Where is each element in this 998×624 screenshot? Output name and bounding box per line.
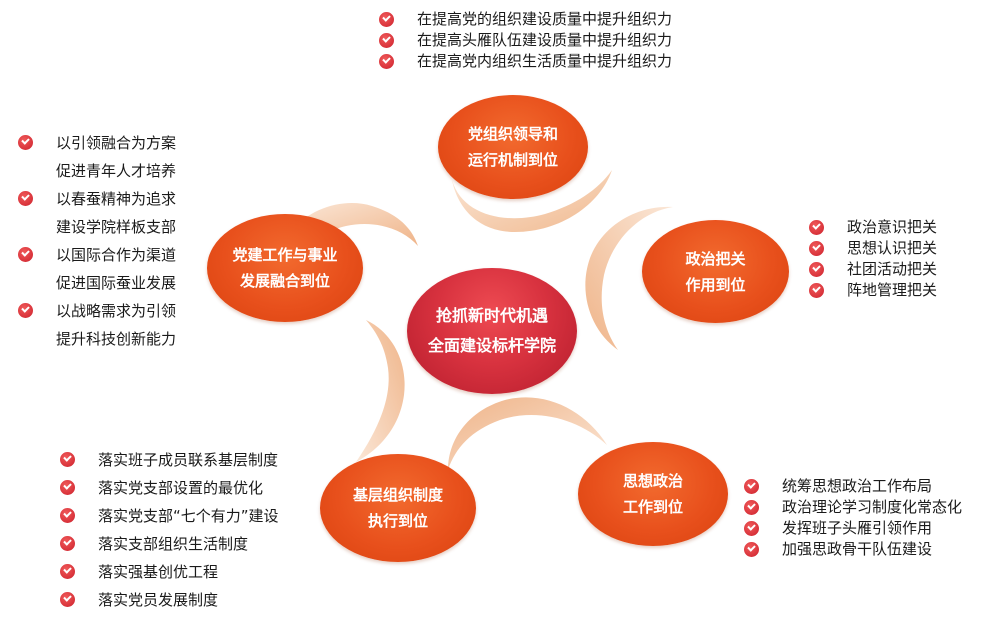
node-bottom-left-line2: 执行到位	[367, 512, 428, 530]
check-icon	[18, 303, 33, 318]
list-item: 在提高党的组织建设质量中提升组织力	[377, 9, 672, 30]
list-item: 以春蚕精神为追求建设学院样板支部	[16, 185, 176, 241]
swirl-arrow-left	[290, 203, 418, 246]
list-item: 政治理论学习制度化常态化	[742, 497, 962, 518]
node-left-line2: 发展融合到位	[239, 272, 330, 290]
check-icon	[60, 536, 75, 551]
swirl-arrow-top-right	[452, 170, 612, 232]
center-node: 抢抓新时代机遇 全面建设标杆学院	[407, 268, 577, 394]
node-left-line1: 党建工作与事业	[232, 246, 338, 264]
node-right-line2: 作用到位	[685, 275, 746, 294]
swirl-arrow-right	[585, 206, 673, 350]
node-bottom-left-line1: 基层组织制度	[352, 486, 443, 504]
list-item: 发挥班子头雁引领作用	[742, 518, 962, 539]
list-top: 在提高党的组织建设质量中提升组织力 在提高头雁队伍建设质量中提升组织力 在提高党…	[377, 9, 672, 72]
list-bottom-right: 统筹思想政治工作布局 政治理论学习制度化常态化 发挥班子头雁引领作用 加强思政骨…	[742, 476, 962, 560]
check-icon	[379, 54, 394, 69]
list-item: 思想认识把关	[807, 238, 937, 259]
list-item: 落实班子成员联系基层制度	[58, 446, 279, 474]
list-item: 社团活动把关	[807, 259, 937, 280]
check-icon	[60, 592, 75, 607]
node-bottom-right-line1: 思想政治	[622, 472, 683, 490]
node-top-line2: 运行机制到位	[467, 151, 558, 169]
swirl-arrow-bottom-right	[448, 397, 607, 470]
node-top: 党组织领导和 运行机制到位	[438, 95, 588, 199]
check-icon	[18, 135, 33, 150]
check-icon	[809, 283, 824, 298]
list-item: 落实强基创优工程	[58, 558, 279, 586]
list-item: 落实党员发展制度	[58, 586, 279, 614]
swirl-arrow-bottom-left	[356, 320, 405, 462]
list-item: 在提高头雁队伍建设质量中提升组织力	[377, 30, 672, 51]
list-item: 加强思政骨干队伍建设	[742, 539, 962, 560]
list-item: 落实支部组织生活制度	[58, 530, 279, 558]
check-icon	[809, 241, 824, 256]
list-item: 落实党支部设置的最优化	[58, 474, 279, 502]
center-node-line2: 全面建设标杆学院	[427, 336, 556, 355]
list-item: 统筹思想政治工作布局	[742, 476, 962, 497]
node-bottom-right-line2: 工作到位	[622, 498, 683, 516]
list-item: 以引领融合为方案促进青年人才培养	[16, 129, 176, 185]
check-icon	[60, 452, 75, 467]
list-bottom-left: 落实班子成员联系基层制度 落实党支部设置的最优化 落实党支部“七个有力”建设 落…	[58, 446, 279, 614]
check-icon	[744, 542, 759, 557]
list-item: 落实党支部“七个有力”建设	[58, 502, 279, 530]
list-item: 在提高党内组织生活质量中提升组织力	[377, 51, 672, 72]
list-item: 以国际合作为渠道促进国际蚕业发展	[16, 241, 176, 297]
list-item: 阵地管理把关	[807, 280, 937, 301]
list-left: 以引领融合为方案促进青年人才培养 以春蚕精神为追求建设学院样板支部 以国际合作为…	[16, 129, 176, 353]
check-icon	[379, 12, 394, 27]
node-bottom-left: 基层组织制度 执行到位	[320, 454, 476, 562]
check-icon	[60, 564, 75, 579]
node-bottom-right: 思想政治 工作到位	[578, 442, 728, 546]
check-icon	[379, 33, 394, 48]
check-icon	[18, 247, 33, 262]
node-left: 党建工作与事业 发展融合到位	[207, 214, 363, 322]
node-top-line1: 党组织领导和	[467, 125, 558, 143]
node-right: 政治把关 作用到位	[642, 220, 789, 323]
node-right-line1: 政治把关	[685, 249, 746, 268]
list-item: 政治意识把关	[807, 217, 937, 238]
center-node-line1: 抢抓新时代机遇	[435, 306, 548, 325]
check-icon	[18, 191, 33, 206]
check-icon	[744, 500, 759, 515]
list-right: 政治意识把关 思想认识把关 社团活动把关 阵地管理把关	[807, 217, 937, 301]
check-icon	[744, 521, 759, 536]
check-icon	[60, 508, 75, 523]
check-icon	[809, 262, 824, 277]
check-icon	[744, 479, 759, 494]
check-icon	[809, 220, 824, 235]
list-item: 以战略需求为引领提升科技创新能力	[16, 297, 176, 353]
check-icon	[60, 480, 75, 495]
